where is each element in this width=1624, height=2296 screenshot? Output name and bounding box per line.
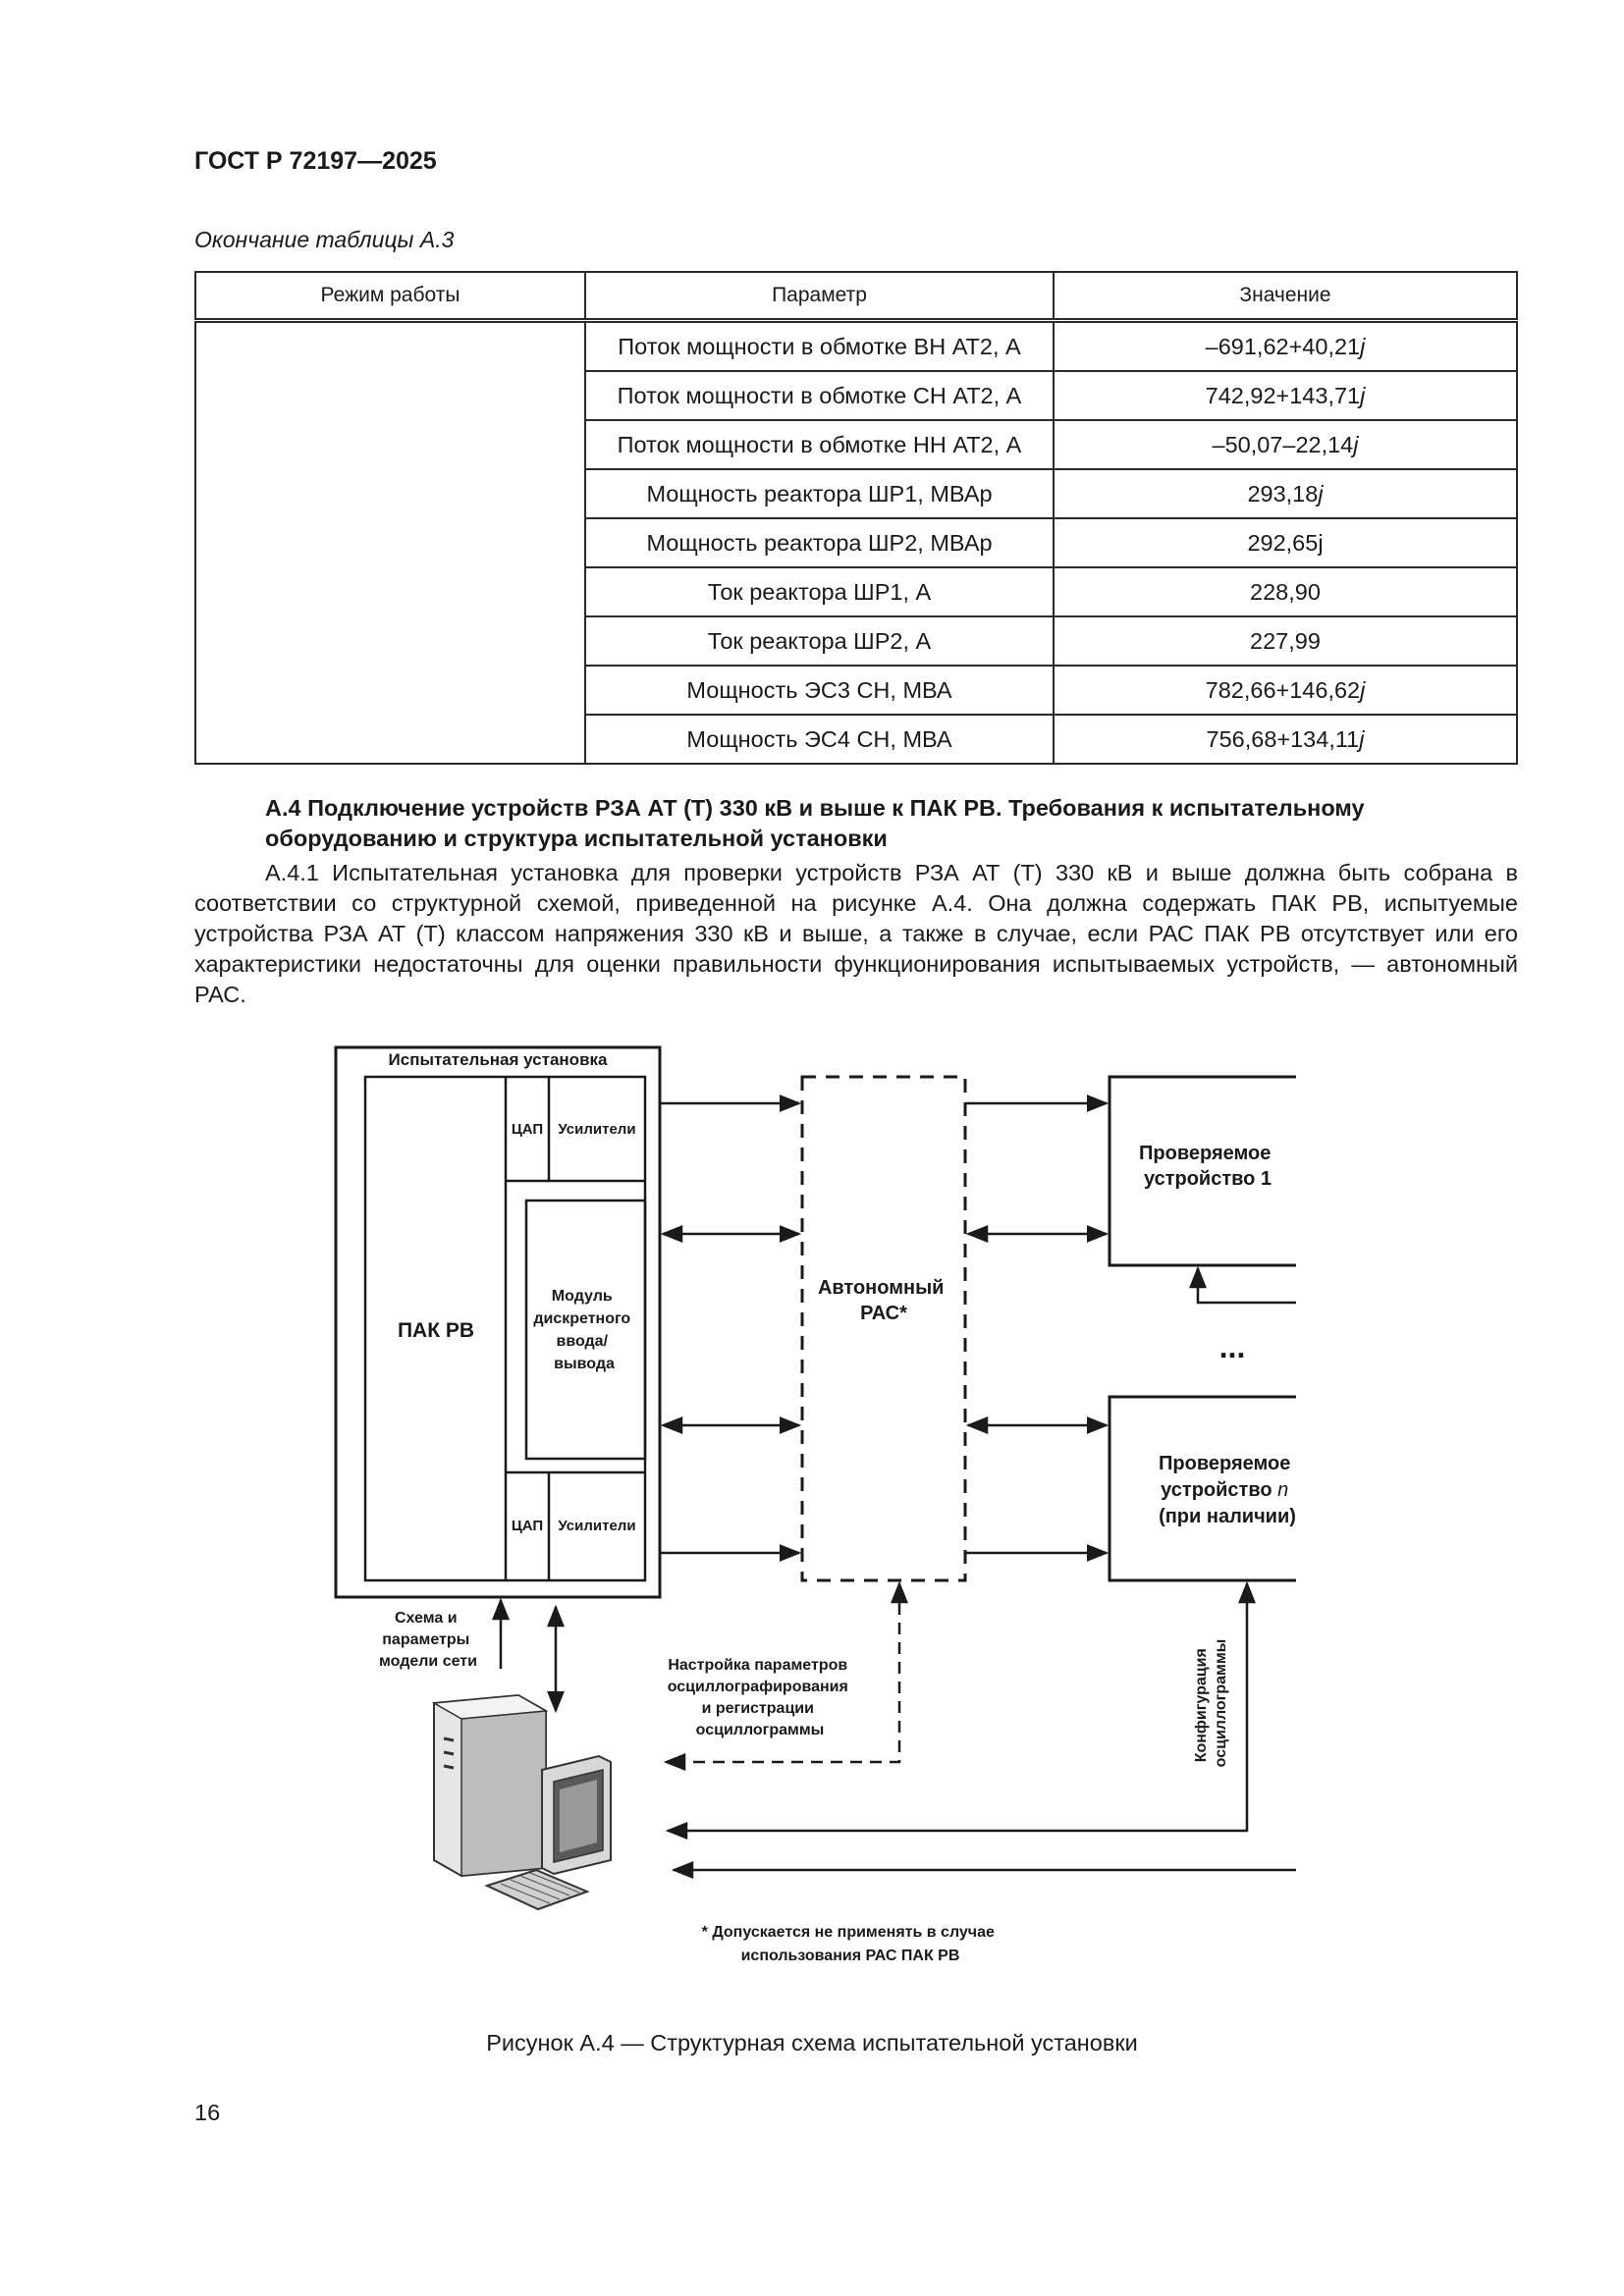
oscillography-settings-label: Настройка параметров осциллографирования… [668, 1657, 853, 1738]
parameter-cell: Ток реактора ШР1, А [584, 566, 1055, 617]
table-header-row: Режим работы Параметр Значение [194, 271, 1518, 323]
imaginary-unit: j [1359, 725, 1365, 752]
network-model-line: модели сети [379, 1653, 477, 1670]
oscillography-settings-line: осциллограммы [696, 1722, 825, 1738]
autonomous-ras-line: РАС* [860, 1303, 907, 1324]
oscillogram-config-label: Конфигурация осциллограммы [1193, 1639, 1229, 1768]
diagram-footnote-line: использования РАС ПАК РВ [741, 1948, 960, 1964]
module-label-line: вывода [554, 1356, 615, 1372]
column-header-parameter: Параметр [584, 271, 1055, 323]
parameter-cell: Поток мощности в обмотке НН АТ2, А [584, 419, 1055, 470]
section-heading: А.4 Подключение устройств РЗА АТ (Т) 330… [265, 795, 1365, 851]
parameter-cell: Мощность реактора ШР2, МВАр [584, 517, 1055, 568]
oscillography-settings-line: осциллографирования [668, 1679, 848, 1695]
computer-icon [431, 1693, 612, 1911]
parameter-cell: Мощность ЭС4 СН, МВА [584, 714, 1055, 765]
oscillography-settings-line: Настройка параметров [668, 1657, 847, 1674]
value-number: 756,68+134,11 [1206, 725, 1360, 752]
device-n-line: устройство [1161, 1479, 1277, 1501]
autonomous-ras-label: Автономный РАС* [818, 1277, 949, 1324]
column-header-value: Значение [1053, 271, 1518, 323]
test-installation-box [334, 1045, 662, 1599]
network-model-line: Схема и [395, 1610, 458, 1627]
page-number: 16 [194, 2100, 221, 2125]
module-label-line: ввода/ [557, 1333, 609, 1350]
device-n-label: Проверяемое устройство n (при наличии) [1159, 1453, 1296, 1527]
device-1-label: Проверяемое устройство 1 [1139, 1143, 1276, 1190]
diagram-footnote-line: * Допускается не применять в случае [702, 1924, 995, 1941]
imaginary-unit: j [1360, 676, 1366, 703]
mode-cell [194, 319, 586, 765]
table-caption: Окончание таблицы А.3 [194, 227, 455, 252]
oscillogram-config-line: осциллограммы [1213, 1639, 1229, 1768]
value-number: 228,90 [1250, 578, 1321, 605]
amplifiers-top-label: Усилители [558, 1121, 635, 1138]
imaginary-unit: j [1353, 431, 1359, 457]
structure-diagram: Испытательная установка ПАК РВ ЦАП Усили… [334, 1045, 1296, 1964]
diagram-footnote: * Допускается не применять в случае испо… [702, 1924, 1000, 1964]
module-label: Модуль дискретного ввода/ вывода [533, 1288, 634, 1372]
parameters-table: Режим работы Параметр Значение Поток мощ… [194, 271, 1518, 765]
value-number: 742,92+143,71 [1205, 382, 1361, 408]
network-model-line: параметры [382, 1631, 469, 1648]
figure-caption: Рисунок А.4 — Структурная схема испытате… [486, 2030, 1138, 2056]
value-cell: 228,90 [1053, 566, 1518, 617]
value-number: 782,66+146,62 [1205, 676, 1361, 703]
parameter-cell: Поток мощности в обмотке ВН АТ2, А [584, 319, 1055, 372]
column-header-mode: Режим работы [194, 271, 586, 323]
autonomous-ras-box [800, 1075, 967, 1582]
value-cell: –691,62+40,21j [1053, 319, 1518, 372]
value-number: 292,65j [1247, 529, 1324, 556]
dac-bottom-label: ЦАП [512, 1518, 543, 1534]
value-number: 293,18 [1247, 480, 1319, 507]
value-cell: 782,66+146,62j [1053, 665, 1518, 716]
value-cell: 292,65j [1053, 517, 1518, 568]
device-n-line: Проверяемое [1159, 1453, 1290, 1474]
value-number: 227,99 [1250, 627, 1321, 654]
value-number: –50,07–22,14 [1212, 431, 1354, 457]
device-n-index: n [1277, 1479, 1288, 1501]
parameter-cell: Мощность реактора ШР1, МВАр [584, 468, 1055, 519]
table-row: Поток мощности в обмотке ВН АТ2, А–691,6… [194, 319, 1518, 765]
table-row: Поток мощности в обмотке НН АТ2, А–50,07… [195, 419, 1518, 470]
autonomous-ras-line: Автономный [818, 1277, 945, 1299]
value-cell: 293,18j [1053, 468, 1518, 519]
test-installation-title: Испытательная установка [389, 1050, 609, 1069]
value-number: –691,62+40,21 [1205, 333, 1361, 359]
table-row: Ток реактора ШР1, А 228,90 [195, 566, 1518, 617]
value-cell: –50,07–22,14j [1053, 419, 1518, 470]
oscillography-settings-line: и регистрации [702, 1700, 814, 1717]
devices-ellipsis: ... [1219, 1329, 1246, 1364]
table-row: Ток реактора ШР2, А 227,99 [195, 615, 1518, 667]
pak-rv-label: ПАК РВ [398, 1319, 474, 1342]
imaginary-unit: j [1318, 480, 1324, 507]
module-label-line: дискретного [533, 1310, 630, 1327]
dac-top-label: ЦАП [512, 1121, 543, 1138]
parameter-cell: Ток реактора ШР2, А [584, 615, 1055, 667]
oscillogram-config-line: Конфигурация [1193, 1648, 1210, 1762]
value-cell: 742,92+143,71j [1053, 370, 1518, 421]
device-1-box [1108, 1075, 1296, 1267]
value-cell: 227,99 [1053, 615, 1518, 667]
parameter-cell: Мощность ЭС3 СН, МВА [584, 665, 1055, 716]
module-label-line: Модуль [552, 1288, 613, 1305]
section-paragraph: А.4.1 Испытательная установка для провер… [194, 860, 1518, 1007]
table-row: Мощность реактора ШР2, МВАр 292,65j [195, 517, 1518, 568]
imaginary-unit: j [1360, 333, 1366, 359]
device-1-line: устройство 1 [1144, 1168, 1272, 1190]
imaginary-unit: j [1360, 382, 1366, 408]
document-header: ГОСТ Р 72197—2025 [194, 147, 437, 175]
parameter-cell: Поток мощности в обмотке СН АТ2, А [584, 370, 1055, 421]
device-n-line: (при наличии) [1159, 1506, 1296, 1527]
network-model-label: Схема и параметры модели сети [379, 1610, 477, 1670]
amplifiers-bottom-label: Усилители [558, 1518, 635, 1534]
device-1-line: Проверяемое [1139, 1143, 1271, 1164]
discrete-io-module-box [524, 1199, 647, 1461]
value-cell: 756,68+134,11j [1053, 714, 1518, 765]
